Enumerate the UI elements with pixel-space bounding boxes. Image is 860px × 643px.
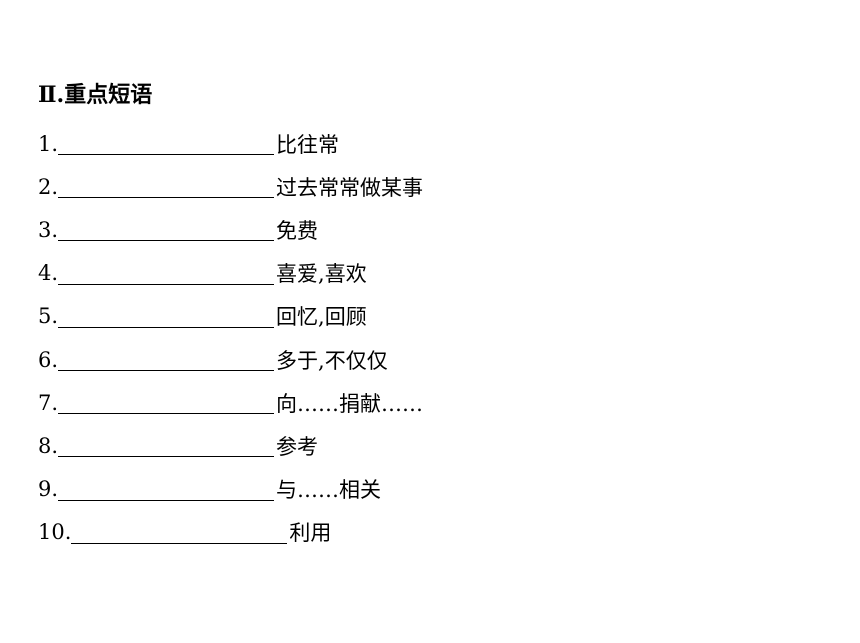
item-meaning: 回忆,回顾 [276,305,367,330]
phrase-list: 1. 比往常 2. 过去常常做某事 3. 免费 4. 喜爱,喜欢 5. 回忆,回… [38,122,423,554]
item-meaning: 比往常 [276,132,340,157]
item-number: 3. [38,217,59,242]
item-number: 8. [38,433,59,458]
phrase-item-1: 1. 比往常 [38,122,423,165]
item-number: 5. [38,304,59,329]
phrase-item-2: 2. 过去常常做某事 [38,165,423,208]
phrase-item-3: 3. 免费 [38,208,423,251]
item-number: 9. [38,477,59,502]
phrase-item-5: 5. 回忆,回顾 [38,295,423,338]
answer-blank[interactable] [71,521,288,544]
phrase-item-4: 4. 喜爱,喜欢 [38,252,423,295]
phrase-item-10: 10. 利用 [38,511,423,554]
phrase-item-7: 7. 向……捐献…… [38,381,423,424]
item-meaning: 免费 [276,218,319,243]
answer-blank[interactable] [58,305,275,328]
item-number: 4. [38,261,59,286]
item-number: 10. [38,520,72,545]
item-meaning: 利用 [289,521,332,546]
answer-blank[interactable] [58,478,275,501]
section-heading: Ⅱ.重点短语 [38,82,153,108]
item-meaning: 多于,不仅仅 [276,348,388,373]
answer-blank[interactable] [58,262,275,285]
item-meaning: 过去常常做某事 [276,175,424,200]
answer-blank[interactable] [58,218,275,242]
phrase-item-8: 8. 参考 [38,424,423,467]
item-meaning: 喜爱,喜欢 [276,262,367,287]
item-meaning: 向……捐献…… [276,391,424,416]
item-meaning: 参考 [276,434,319,459]
answer-blank[interactable] [58,391,275,415]
answer-blank[interactable] [58,348,275,372]
answer-blank[interactable] [58,132,275,156]
item-number: 2. [38,174,59,199]
item-number: 6. [38,347,59,372]
item-number: 7. [38,390,59,415]
answer-blank[interactable] [58,175,275,199]
phrase-item-6: 6. 多于,不仅仅 [38,338,423,381]
item-number: 1. [38,131,59,156]
phrase-item-9: 9. 与……相关 [38,468,423,511]
answer-blank[interactable] [58,434,275,458]
item-meaning: 与……相关 [276,478,382,503]
